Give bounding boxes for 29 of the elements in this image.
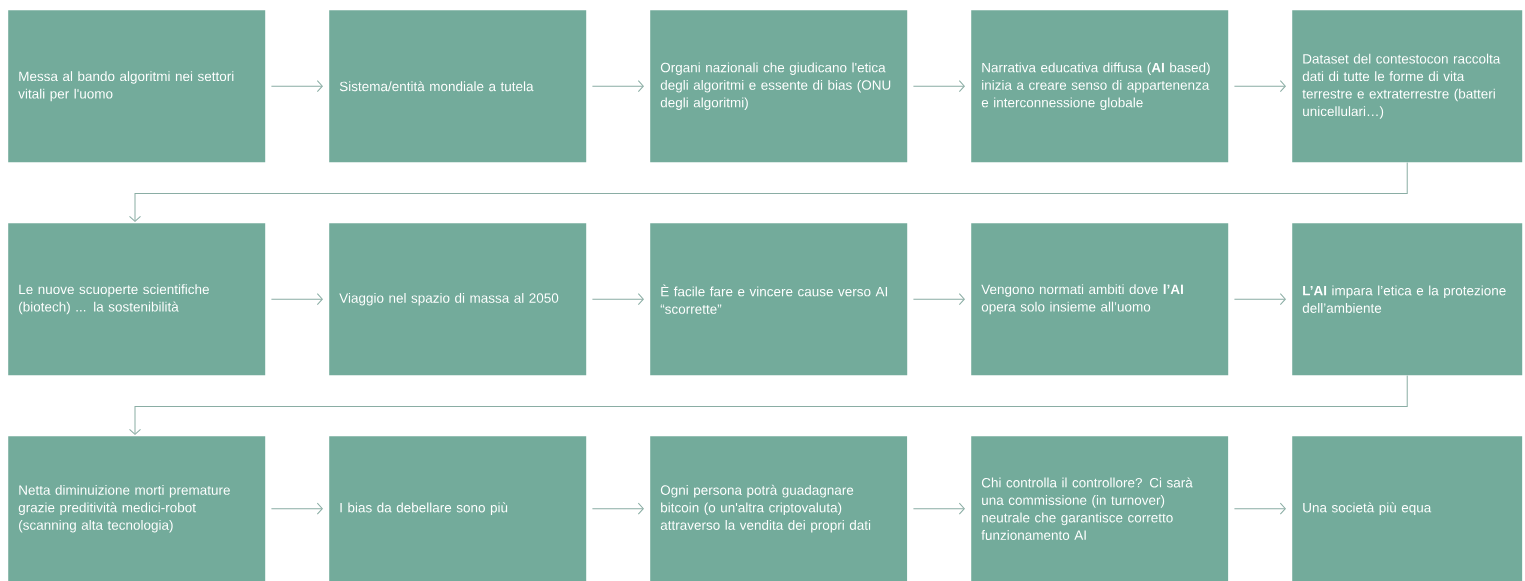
process-box: Ogni persona potrà guadagnare bitcoin (o un'altra criptovaluta) attraverso la vendita dei propri dati bbox=[650, 436, 908, 581]
process-box: È facile fare e vincere cause verso AI “scorrette” bbox=[650, 223, 908, 376]
process-box: Una società più equa bbox=[1292, 436, 1523, 581]
arrow bbox=[129, 374, 1408, 435]
process-box: Netta diminuizione morti premature grazie preditività medici-robot (scanning alta tecnologia) bbox=[8, 436, 266, 581]
process-box: Chi controlla il controllore? Ci sarà una commissione (in turnover) neutrale che garantisce corretto funzionamento AI bbox=[971, 436, 1229, 581]
process-box: Viaggio nel spazio di massa al 2050 bbox=[329, 223, 587, 376]
process-box: Organi nazionali che giudicano l'etica degli algoritmi e essente di bias (ONU degli algoritmi) bbox=[650, 10, 908, 163]
arrow bbox=[591, 502, 644, 515]
process-box: Le nuove scuoperte scientifiche (biotech) ... la sostenibilità bbox=[8, 223, 266, 376]
process-box: Narrativa educativa diffusa (AI based) inizia a creare senso di appartenenza e interconnessione globale bbox=[971, 10, 1229, 163]
arrow bbox=[1233, 293, 1286, 306]
process-box: Sistema/entità mondiale a tutela bbox=[329, 10, 587, 163]
arrow bbox=[591, 293, 644, 306]
arrow bbox=[912, 293, 965, 306]
arrow bbox=[912, 80, 965, 93]
process-box: L’AI impara l’etica e la protezione dell’ambiente bbox=[1292, 223, 1523, 376]
process-box: Dataset del contestocon raccolta dati di tutte le forme di vita terrestre e extraterrestre (batteri unicellulari…) bbox=[1292, 10, 1523, 163]
arrow bbox=[270, 293, 323, 306]
process-box: Messa al bando algoritmi nei settori vitali per l'uomo bbox=[8, 10, 266, 163]
arrow bbox=[129, 161, 1408, 222]
arrow bbox=[1233, 80, 1286, 93]
arrow bbox=[591, 80, 644, 93]
arrow bbox=[1233, 502, 1286, 515]
arrow bbox=[912, 502, 965, 515]
process-box: Vengono normati ambiti dove l’AI opera solo insieme all’uomo bbox=[971, 223, 1229, 376]
arrow bbox=[270, 502, 323, 515]
arrow bbox=[270, 80, 323, 93]
process-box: I bias da debellare sono più bbox=[329, 436, 587, 581]
